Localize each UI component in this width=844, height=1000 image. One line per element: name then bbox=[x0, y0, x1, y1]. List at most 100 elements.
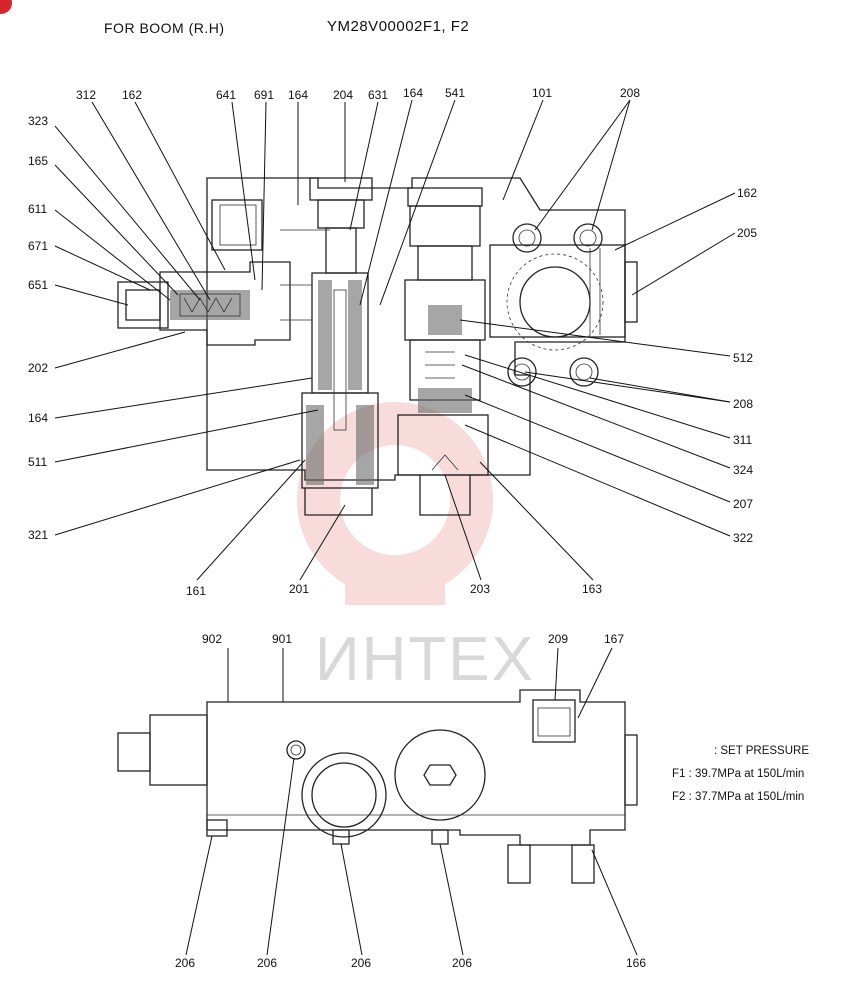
label-201: 201 bbox=[289, 582, 309, 596]
leader-512 bbox=[459, 319, 731, 357]
label-209: 209 bbox=[548, 632, 568, 646]
stem-541 bbox=[417, 245, 473, 281]
label-164-top: 164 bbox=[288, 88, 308, 102]
seat-207 bbox=[418, 388, 472, 413]
leader-203 bbox=[444, 474, 482, 581]
leader-164-mid bbox=[359, 99, 413, 306]
label-541: 541 bbox=[445, 86, 465, 100]
leader-164-left bbox=[54, 377, 313, 419]
label-202: 202 bbox=[28, 361, 48, 375]
label-312: 312 bbox=[76, 88, 96, 102]
leader-101 bbox=[502, 99, 544, 201]
title-for-boom: FOR BOOM (R.H) bbox=[104, 20, 225, 36]
plug-top-left-inner bbox=[219, 204, 257, 246]
label-162-right: 162 bbox=[737, 186, 757, 200]
label-208-right: 208 bbox=[733, 397, 753, 411]
spring-311 bbox=[425, 351, 455, 379]
label-611: 611 bbox=[28, 202, 47, 216]
sleeve-hatch-left bbox=[318, 280, 332, 390]
cap-204 bbox=[309, 177, 373, 201]
leader-206-1 bbox=[185, 835, 213, 956]
label-901: 901 bbox=[272, 632, 292, 646]
leader-163 bbox=[479, 461, 594, 581]
label-206-2: 206 bbox=[257, 956, 277, 970]
plug-206-2-inner bbox=[290, 744, 302, 756]
bolt-hole-208-4 bbox=[569, 357, 599, 387]
lower-external-view bbox=[117, 689, 638, 884]
label-206-3: 206 bbox=[351, 956, 371, 970]
leader-161 bbox=[196, 459, 306, 581]
sleeve-hatch-right bbox=[348, 280, 362, 390]
label-631: 631 bbox=[368, 88, 388, 102]
upper-section-view bbox=[117, 177, 638, 516]
label-324: 324 bbox=[733, 463, 753, 477]
label-206-4: 206 bbox=[452, 956, 472, 970]
leader-205 bbox=[631, 232, 736, 296]
plug-209 bbox=[532, 699, 576, 743]
label-902: 902 bbox=[202, 632, 222, 646]
leader-671 bbox=[54, 245, 151, 291]
bolt-166-1 bbox=[507, 844, 531, 884]
leader-207 bbox=[464, 394, 731, 503]
leader-209 bbox=[554, 647, 559, 701]
label-512: 512 bbox=[733, 351, 753, 365]
port-205-bore bbox=[519, 266, 591, 338]
label-161: 161 bbox=[186, 584, 206, 598]
leader-611 bbox=[54, 209, 171, 301]
leader-541 bbox=[379, 99, 456, 306]
port-205-dash bbox=[506, 253, 604, 351]
port-right-hex bbox=[423, 764, 457, 786]
leader-691 bbox=[261, 101, 267, 291]
leader-511 bbox=[54, 409, 319, 463]
lower-cap-nut bbox=[149, 714, 208, 786]
lower-body-322 bbox=[397, 414, 489, 476]
leader-322 bbox=[464, 424, 731, 537]
label-671: 671 bbox=[28, 239, 48, 253]
body-201-hatch-left bbox=[306, 405, 324, 485]
cap-nut-inner bbox=[125, 289, 161, 321]
label-207: 207 bbox=[733, 497, 753, 511]
set-pressure-notes: : SET PRESSURE F1 : 39.7MPa at 150L/min … bbox=[672, 740, 809, 809]
leader-166 bbox=[591, 849, 638, 956]
label-101: 101 bbox=[532, 86, 552, 100]
lower-labels: 902 901 209 167 206 206 206 206 166 bbox=[175, 632, 646, 970]
leader-202 bbox=[54, 331, 186, 369]
label-322: 322 bbox=[733, 531, 753, 545]
upper-leader-lines bbox=[54, 99, 736, 581]
lower-right-cap bbox=[624, 734, 638, 806]
label-641: 641 bbox=[216, 88, 236, 102]
label-164-mid: 164 bbox=[403, 86, 423, 100]
label-165: 165 bbox=[28, 154, 48, 168]
leader-206-3 bbox=[340, 843, 363, 956]
title-part-number: YM28V00002F1, F2 bbox=[327, 18, 470, 35]
leader-312 bbox=[91, 101, 211, 301]
poppet-hatch-left bbox=[170, 290, 250, 320]
port-large-left bbox=[301, 752, 387, 838]
label-204: 204 bbox=[333, 88, 353, 102]
leader-631 bbox=[349, 101, 379, 231]
leader-208-a bbox=[534, 99, 631, 231]
plug-203-hex bbox=[431, 454, 459, 471]
label-651: 651 bbox=[28, 278, 48, 292]
label-311: 311 bbox=[733, 433, 752, 447]
spring-left bbox=[183, 297, 233, 313]
corner-badge bbox=[0, 0, 12, 14]
leader-208-c bbox=[524, 371, 731, 403]
bolt-206-1 bbox=[206, 819, 228, 837]
label-323: 323 bbox=[28, 114, 48, 128]
flange-205 bbox=[489, 244, 626, 338]
flange-205-cap bbox=[624, 261, 638, 323]
leader-323 bbox=[54, 125, 201, 301]
bolt-hole-208-3-inner bbox=[513, 363, 531, 381]
lower-leader-lines bbox=[185, 647, 638, 956]
leader-324 bbox=[461, 364, 731, 469]
label-166: 166 bbox=[626, 956, 646, 970]
leader-206-2 bbox=[266, 757, 295, 956]
leader-165 bbox=[54, 164, 179, 296]
poppet-512 bbox=[428, 305, 462, 335]
leader-651 bbox=[54, 284, 129, 306]
cap-nut-651 bbox=[117, 281, 169, 329]
lower-body-outline bbox=[206, 689, 626, 846]
bolt-hole-208-2 bbox=[573, 223, 603, 253]
bolt-hole-208-2-inner bbox=[579, 229, 597, 247]
